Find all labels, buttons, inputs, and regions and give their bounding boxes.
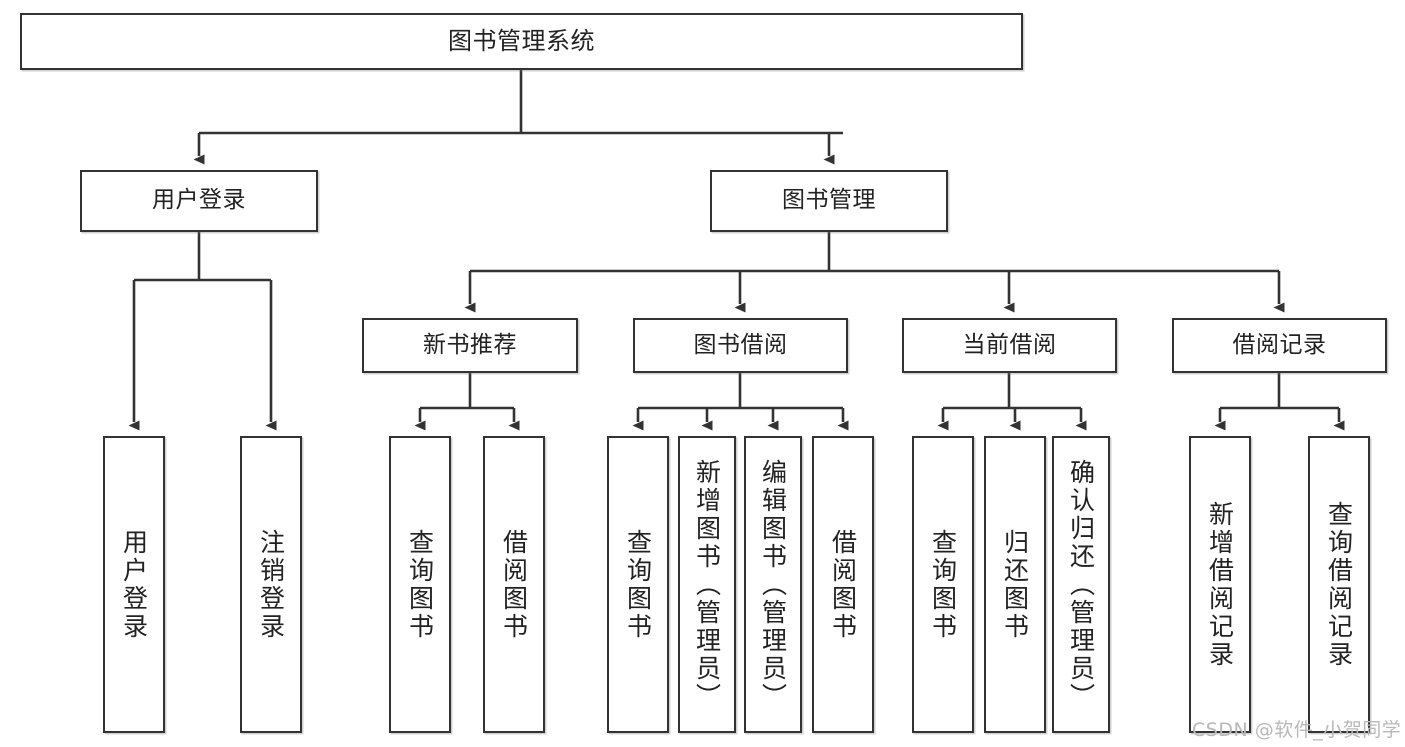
node-leaf-user-login[interactable]: 用户登录 <box>103 436 165 733</box>
node-borrow-record-label: 借阅记录 <box>1232 331 1327 358</box>
node-leaf-query-book-3-label: 查询图书 <box>928 528 958 641</box>
csdn-watermark: CSDN @软件_小贺同学 <box>1192 719 1402 741</box>
node-leaf-borrow-book-1[interactable]: 借阅图书 <box>483 436 545 733</box>
node-book-borrow[interactable]: 图书借阅 <box>633 318 848 373</box>
node-user-login[interactable]: 用户登录 <box>80 170 318 232</box>
node-leaf-query-book-2[interactable]: 查询图书 <box>607 436 669 733</box>
node-book-borrow-label: 图书借阅 <box>693 331 788 358</box>
node-leaf-borrow-book-1-label: 借阅图书 <box>499 528 529 641</box>
node-leaf-add-record[interactable]: 新增借阅记录 <box>1189 436 1251 733</box>
node-leaf-user-logout-label: 注销登录 <box>256 528 286 641</box>
node-leaf-edit-book-label: 编辑图书（管理员） <box>758 458 788 711</box>
node-leaf-query-book-1[interactable]: 查询图书 <box>389 436 451 733</box>
node-leaf-confirm-return-label: 确认归还（管理员） <box>1066 458 1096 711</box>
node-current-borrow[interactable]: 当前借阅 <box>902 318 1117 373</box>
node-leaf-borrow-book-2[interactable]: 借阅图书 <box>812 436 874 733</box>
node-leaf-user-login-label: 用户登录 <box>119 528 149 641</box>
node-leaf-user-logout[interactable]: 注销登录 <box>240 436 302 733</box>
node-book-manage[interactable]: 图书管理 <box>710 170 948 232</box>
node-leaf-query-book-1-label: 查询图书 <box>405 528 435 641</box>
node-leaf-query-record-label: 查询借阅记录 <box>1324 500 1354 669</box>
node-new-book-rec[interactable]: 新书推荐 <box>362 318 578 373</box>
node-new-book-rec-label: 新书推荐 <box>423 331 517 358</box>
node-leaf-borrow-book-2-label: 借阅图书 <box>828 528 858 641</box>
node-leaf-add-record-label: 新增借阅记录 <box>1205 500 1235 669</box>
node-leaf-edit-book[interactable]: 编辑图书（管理员） <box>744 436 802 733</box>
node-leaf-return-book[interactable]: 归还图书 <box>984 436 1046 733</box>
node-leaf-add-book[interactable]: 新增图书（管理员） <box>678 436 736 733</box>
node-user-login-label: 用户登录 <box>152 187 246 214</box>
node-leaf-query-book-3[interactable]: 查询图书 <box>912 436 974 733</box>
node-borrow-record[interactable]: 借阅记录 <box>1172 318 1387 373</box>
node-leaf-add-book-label: 新增图书（管理员） <box>692 458 722 711</box>
node-root[interactable]: 图书管理系统 <box>20 13 1023 70</box>
node-root-label: 图书管理系统 <box>448 27 595 56</box>
node-leaf-return-book-label: 归还图书 <box>1000 528 1030 641</box>
node-current-borrow-label: 当前借阅 <box>962 331 1057 358</box>
node-leaf-confirm-return[interactable]: 确认归还（管理员） <box>1052 436 1110 733</box>
node-leaf-query-book-2-label: 查询图书 <box>623 528 653 641</box>
node-leaf-query-record[interactable]: 查询借阅记录 <box>1308 436 1370 733</box>
node-book-manage-label: 图书管理 <box>782 187 876 214</box>
